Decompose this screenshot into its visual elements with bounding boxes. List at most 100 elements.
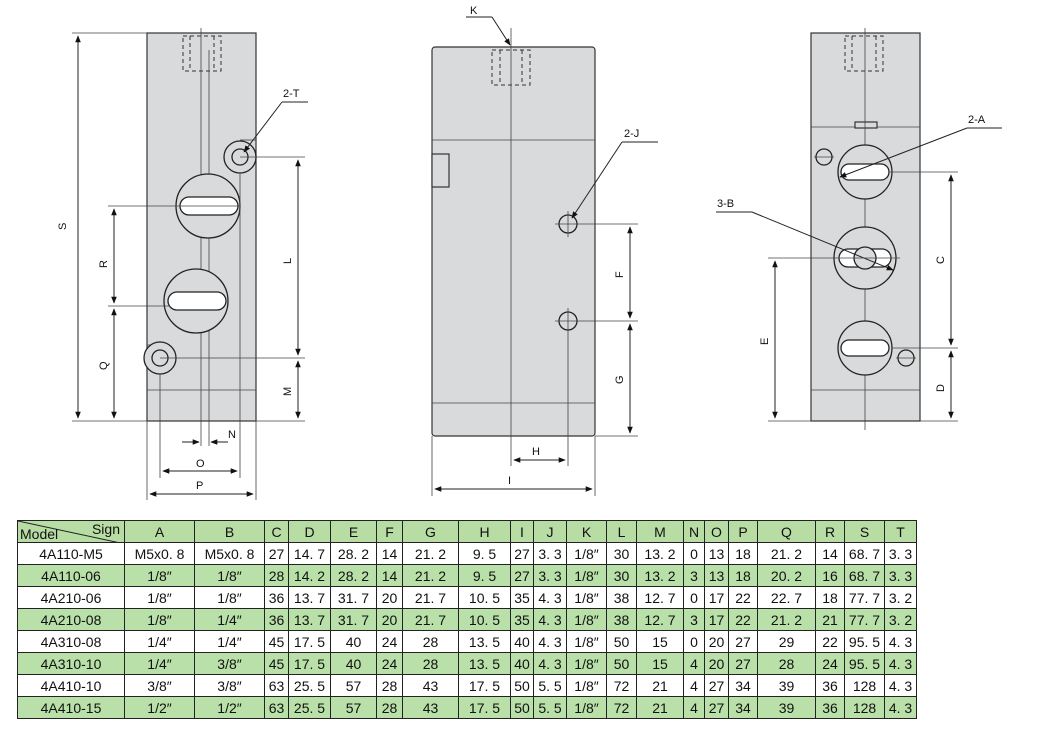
value-cell: 14 bbox=[815, 542, 845, 565]
value-cell: 13. 2 bbox=[636, 542, 684, 565]
label-I: I bbox=[508, 475, 511, 487]
value-cell: 1/8″ bbox=[194, 586, 265, 609]
value-cell: 1/8″ bbox=[124, 608, 195, 631]
value-cell: 13 bbox=[704, 564, 729, 587]
value-cell: 22 bbox=[815, 630, 845, 653]
model-cell: 4A110-M5 bbox=[17, 542, 125, 565]
model-cell: 4A310-08 bbox=[17, 630, 125, 653]
column-header: G bbox=[402, 520, 459, 543]
column-header: N bbox=[683, 520, 705, 543]
label-O: O bbox=[196, 458, 205, 470]
value-cell: 13. 7 bbox=[288, 608, 331, 631]
table-corner-cell: Sign Model bbox=[17, 520, 125, 543]
model-cell: 4A310-10 bbox=[17, 652, 125, 675]
value-cell: 20 bbox=[704, 652, 729, 675]
value-cell: 27 bbox=[728, 630, 758, 653]
label-S: S bbox=[57, 223, 69, 230]
column-header: K bbox=[566, 520, 607, 543]
value-cell: 28. 2 bbox=[330, 564, 377, 587]
value-cell: 39 bbox=[757, 696, 816, 719]
value-cell: 17 bbox=[704, 586, 729, 609]
value-cell: 4. 3 bbox=[884, 630, 917, 653]
value-cell: 50 bbox=[606, 652, 637, 675]
value-cell: 95. 5 bbox=[844, 630, 885, 653]
column-header: J bbox=[533, 520, 567, 543]
value-cell: 72 bbox=[606, 696, 637, 719]
value-cell: 68. 7 bbox=[844, 564, 885, 587]
model-cell: 4A410-10 bbox=[17, 674, 125, 697]
value-cell: 1/4″ bbox=[124, 652, 195, 675]
label-2-T: 2-T bbox=[283, 88, 300, 100]
value-cell: 4 bbox=[683, 696, 705, 719]
label-C: C bbox=[935, 256, 947, 264]
value-cell: 77. 7 bbox=[844, 608, 885, 631]
value-cell: 3/8″ bbox=[124, 674, 195, 697]
value-cell: 28. 2 bbox=[330, 542, 377, 565]
value-cell: 17. 5 bbox=[288, 652, 331, 675]
value-cell: 3. 3 bbox=[884, 564, 917, 587]
value-cell: 36 bbox=[264, 608, 289, 631]
column-header: H bbox=[458, 520, 511, 543]
value-cell: 24 bbox=[376, 652, 403, 675]
value-cell: 3. 3 bbox=[533, 542, 567, 565]
label-R: R bbox=[98, 260, 110, 268]
value-cell: M5x0. 8 bbox=[194, 542, 265, 565]
value-cell: 3/8″ bbox=[194, 674, 265, 697]
rear-view: 2-A 3-B C D E bbox=[716, 28, 1002, 430]
value-cell: 20 bbox=[376, 608, 403, 631]
value-cell: 4 bbox=[683, 652, 705, 675]
value-cell: 95. 5 bbox=[844, 652, 885, 675]
value-cell: 40 bbox=[330, 630, 377, 653]
value-cell: 15 bbox=[636, 630, 684, 653]
value-cell: 27 bbox=[510, 564, 534, 587]
value-cell: 40 bbox=[510, 630, 534, 653]
value-cell: 36 bbox=[815, 696, 845, 719]
label-Q: Q bbox=[98, 361, 110, 370]
label-H: H bbox=[532, 446, 540, 458]
model-cell: 4A210-08 bbox=[17, 608, 125, 631]
value-cell: 21 bbox=[636, 696, 684, 719]
corner-model-label: Model bbox=[20, 526, 59, 542]
value-cell: 3. 3 bbox=[533, 564, 567, 587]
value-cell: 43 bbox=[402, 696, 459, 719]
value-cell: 4 bbox=[683, 674, 705, 697]
value-cell: 34 bbox=[728, 696, 758, 719]
front-view: S R Q L M N O P 2-T bbox=[57, 28, 308, 500]
value-cell: 15 bbox=[636, 652, 684, 675]
value-cell: 21. 7 bbox=[402, 586, 459, 609]
value-cell: 30 bbox=[606, 542, 637, 565]
value-cell: 12. 7 bbox=[636, 586, 684, 609]
value-cell: 1/8″ bbox=[566, 630, 607, 653]
value-cell: 12. 7 bbox=[636, 608, 684, 631]
value-cell: 57 bbox=[330, 674, 377, 697]
value-cell: 21. 2 bbox=[757, 542, 816, 565]
label-3-B: 3-B bbox=[717, 198, 734, 210]
value-cell: 31. 7 bbox=[330, 608, 377, 631]
value-cell: 40 bbox=[510, 652, 534, 675]
value-cell: 28 bbox=[376, 674, 403, 697]
value-cell: 17. 5 bbox=[458, 674, 511, 697]
value-cell: 3 bbox=[683, 608, 705, 631]
value-cell: 1/8″ bbox=[566, 696, 607, 719]
value-cell: 4. 3 bbox=[533, 652, 567, 675]
value-cell: 14 bbox=[376, 542, 403, 565]
model-cell: 4A110-06 bbox=[17, 564, 125, 587]
value-cell: 20 bbox=[704, 630, 729, 653]
column-header: Q bbox=[757, 520, 816, 543]
value-cell: 4. 3 bbox=[884, 674, 917, 697]
value-cell: 38 bbox=[606, 608, 637, 631]
value-cell: 1/8″ bbox=[124, 586, 195, 609]
value-cell: 50 bbox=[606, 630, 637, 653]
value-cell: 14. 2 bbox=[288, 564, 331, 587]
label-N: N bbox=[228, 429, 236, 441]
value-cell: 1/4″ bbox=[194, 630, 265, 653]
column-header: O bbox=[704, 520, 729, 543]
value-cell: 22 bbox=[728, 586, 758, 609]
